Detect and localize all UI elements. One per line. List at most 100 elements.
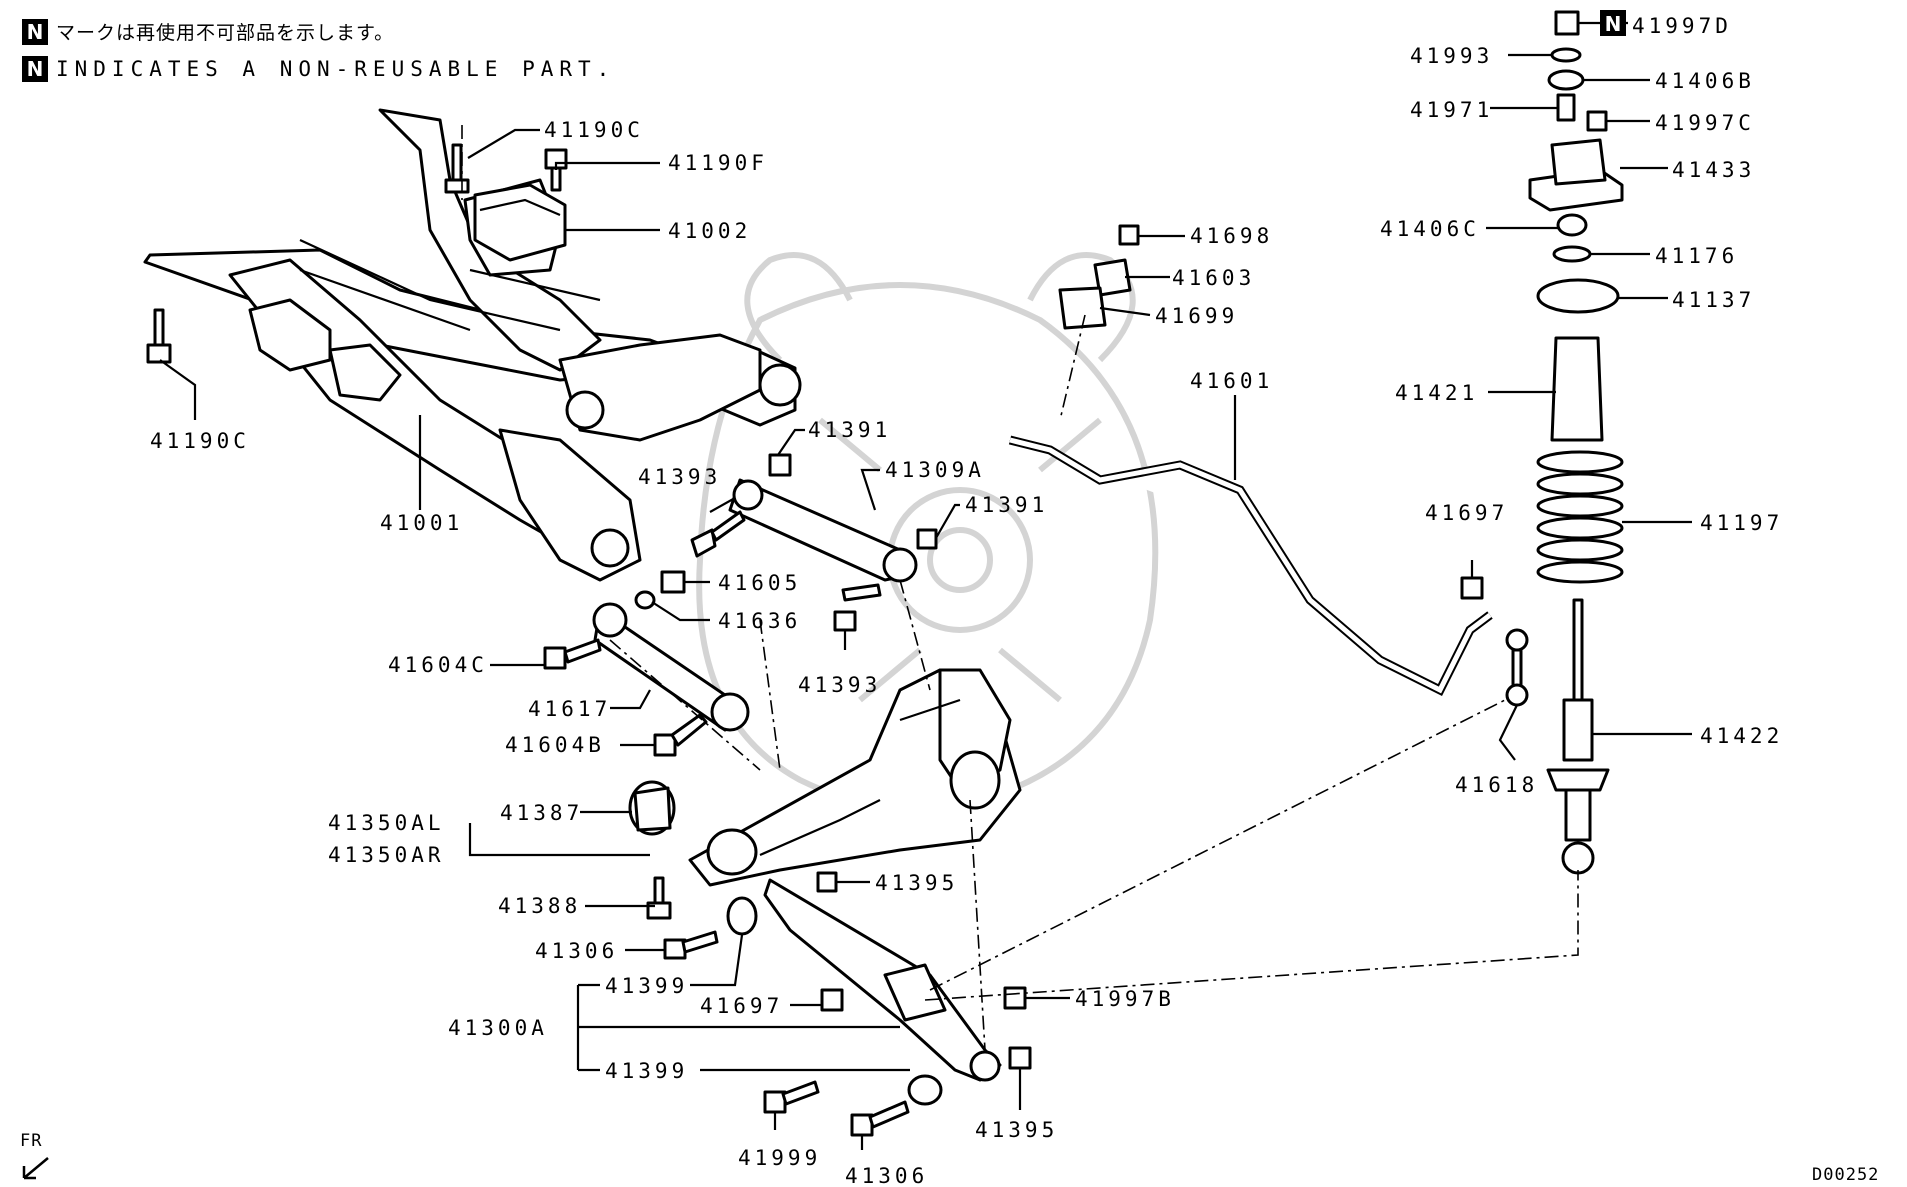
nut-41395-b[interactable] bbox=[1008, 1046, 1032, 1070]
diagram-code: D00252 bbox=[1812, 1165, 1879, 1185]
label-41395[interactable]: 41395 bbox=[875, 871, 958, 895]
label-41406C[interactable]: 41406C bbox=[1380, 217, 1480, 241]
non-reusable-symbol: N bbox=[22, 18, 48, 45]
upper-arm-41309A[interactable] bbox=[728, 478, 918, 583]
bushing-41399-b[interactable] bbox=[907, 1074, 943, 1106]
lower-link-41617[interactable] bbox=[592, 602, 750, 732]
label-41395[interactable]: 41395 bbox=[975, 1118, 1058, 1142]
label-41309A[interactable]: 41309A bbox=[885, 458, 985, 482]
label-41399[interactable]: 41399 bbox=[605, 1059, 688, 1083]
label-41617[interactable]: 41617 bbox=[528, 697, 611, 721]
bracket-41002[interactable] bbox=[473, 183, 567, 262]
bushing-41699[interactable] bbox=[1058, 286, 1107, 330]
label-41176[interactable]: 41176 bbox=[1655, 244, 1738, 268]
label-41393[interactable]: 41393 bbox=[798, 673, 881, 697]
label-41388[interactable]: 41388 bbox=[498, 894, 581, 918]
seat-41137[interactable] bbox=[1536, 278, 1620, 314]
washer-41406B[interactable] bbox=[1547, 69, 1585, 91]
washer-41993[interactable] bbox=[1550, 47, 1582, 63]
label-41601[interactable]: 41601 bbox=[1190, 369, 1273, 393]
label-41190C[interactable]: 41190C bbox=[544, 118, 644, 142]
trailing-arm-41350A[interactable] bbox=[688, 668, 1022, 887]
label-41999[interactable]: 41999 bbox=[738, 1146, 821, 1170]
spring-41197[interactable] bbox=[1536, 450, 1624, 584]
label-41393[interactable]: 41393 bbox=[638, 465, 721, 489]
nut-41391-a[interactable] bbox=[768, 453, 792, 477]
bolt-41604B[interactable] bbox=[653, 713, 708, 757]
washer-41636[interactable] bbox=[634, 590, 656, 610]
bolt-41604C[interactable] bbox=[543, 638, 602, 670]
label-41697[interactable]: 41697 bbox=[700, 994, 783, 1018]
label-41350AL[interactable]: 41350AL bbox=[328, 811, 445, 835]
mount-41433[interactable] bbox=[1528, 138, 1624, 212]
label-41306[interactable]: 41306 bbox=[845, 1164, 928, 1187]
bolt-41999[interactable] bbox=[763, 1080, 820, 1114]
lower-arm-41300A[interactable] bbox=[763, 878, 1002, 1082]
non-reusable-symbol: N bbox=[1605, 12, 1622, 36]
label-41993[interactable]: 41993 bbox=[1410, 44, 1493, 68]
label-41300A[interactable]: 41300A bbox=[448, 1016, 548, 1040]
label-41197[interactable]: 41197 bbox=[1700, 511, 1783, 535]
label-41350AR[interactable]: 41350AR bbox=[328, 843, 445, 867]
label-41603[interactable]: 41603 bbox=[1172, 266, 1255, 290]
label-41001[interactable]: 41001 bbox=[380, 511, 463, 535]
label-41997C[interactable]: 41997C bbox=[1655, 111, 1755, 135]
label-41387[interactable]: 41387 bbox=[500, 801, 583, 825]
non-reusable-symbol: N bbox=[22, 56, 48, 82]
label-41190C[interactable]: 41190C bbox=[150, 429, 250, 453]
bushing-41387[interactable] bbox=[628, 780, 676, 836]
bolt-41306-a[interactable] bbox=[663, 930, 719, 960]
link-41618[interactable] bbox=[1505, 628, 1529, 707]
label-41406B[interactable]: 41406B bbox=[1655, 69, 1755, 93]
bolt-41190C-left[interactable] bbox=[146, 308, 172, 364]
bolt-41698[interactable] bbox=[1118, 224, 1140, 246]
nut-41391-b[interactable] bbox=[916, 528, 938, 550]
nut-41997D[interactable] bbox=[1554, 10, 1580, 36]
label-41421[interactable]: 41421 bbox=[1395, 381, 1478, 405]
nut-41697-a[interactable] bbox=[820, 988, 844, 1012]
note-japanese-text: マークは再使用不可部品を示します。 bbox=[56, 22, 395, 44]
label-41618[interactable]: 41618 bbox=[1455, 773, 1538, 797]
label-41997B[interactable]: 41997B bbox=[1075, 987, 1175, 1011]
washer-41176[interactable] bbox=[1552, 245, 1592, 263]
label-41604C[interactable]: 41604C bbox=[388, 653, 488, 677]
label-41636[interactable]: 41636 bbox=[718, 609, 801, 633]
front-direction-indicator: FR bbox=[20, 1131, 49, 1180]
label-41422[interactable]: 41422 bbox=[1700, 724, 1783, 748]
bolt-41388[interactable] bbox=[646, 876, 672, 920]
label-41699[interactable]: 41699 bbox=[1155, 304, 1238, 328]
nut-41605[interactable] bbox=[660, 570, 686, 594]
label-41971[interactable]: 41971 bbox=[1410, 98, 1493, 122]
label-41433[interactable]: 41433 bbox=[1672, 158, 1755, 182]
note-english-text: INDICATES A NON-REUSABLE PART. bbox=[56, 57, 616, 81]
label-41391[interactable]: 41391 bbox=[808, 418, 891, 442]
label-41604B[interactable]: 41604B bbox=[505, 733, 605, 757]
label-41605[interactable]: 41605 bbox=[718, 571, 801, 595]
collar-41971[interactable] bbox=[1556, 93, 1576, 122]
label-41190F[interactable]: 41190F bbox=[668, 151, 768, 175]
stabilizer-bar-41601[interactable] bbox=[1008, 435, 1493, 697]
label-41391[interactable]: 41391 bbox=[965, 493, 1048, 517]
bolt-41393-a[interactable] bbox=[690, 510, 746, 558]
bolt-41393-b[interactable] bbox=[833, 583, 882, 632]
clamp-41603[interactable] bbox=[1093, 258, 1132, 297]
nut-41395-a[interactable] bbox=[816, 871, 838, 893]
bolt-41190F[interactable] bbox=[544, 148, 568, 192]
bushing-41406C[interactable] bbox=[1556, 213, 1588, 237]
bushing-41399-a[interactable] bbox=[726, 896, 758, 936]
bushing-41697-b[interactable] bbox=[1460, 576, 1484, 600]
bumper-41421[interactable] bbox=[1550, 336, 1604, 442]
shock-absorber-41422[interactable] bbox=[1546, 598, 1610, 875]
nut-41997B[interactable] bbox=[1003, 986, 1027, 1010]
nut-41997C[interactable] bbox=[1586, 110, 1608, 132]
label-41399[interactable]: 41399 bbox=[605, 974, 688, 998]
label-41306[interactable]: 41306 bbox=[535, 939, 618, 963]
label-41997D[interactable]: 41997D bbox=[1632, 14, 1732, 38]
label-41137[interactable]: 41137 bbox=[1672, 288, 1755, 312]
label-41698[interactable]: 41698 bbox=[1190, 224, 1273, 248]
bolt-41306-b[interactable] bbox=[850, 1100, 910, 1137]
front-label: FR bbox=[20, 1131, 42, 1151]
label-41002[interactable]: 41002 bbox=[668, 219, 751, 243]
label-41697[interactable]: 41697 bbox=[1425, 501, 1508, 525]
